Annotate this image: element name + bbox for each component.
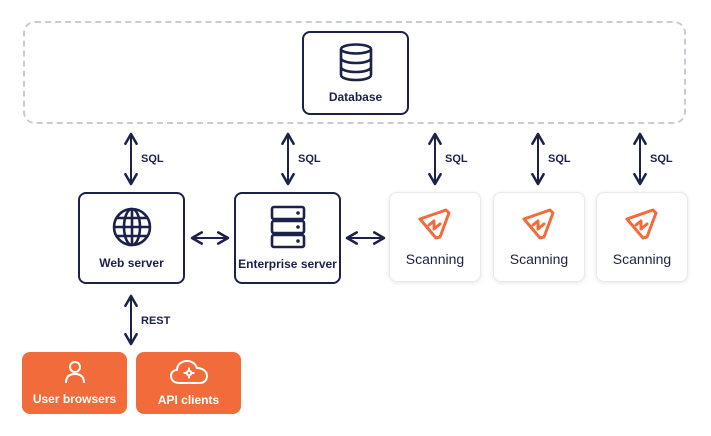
sql-label-web-server: SQL — [141, 153, 164, 165]
cloud-gear-icon — [169, 360, 208, 384]
user-browsers-node: User browsers — [22, 352, 127, 414]
enterprise-server-label: Enterprise server — [238, 257, 337, 271]
user-browsers-label: User browsers — [32, 392, 117, 406]
rest-label: REST — [141, 315, 171, 327]
scanning-node-2: Scanning — [493, 192, 585, 282]
scanning-node-3: Scanning — [596, 192, 688, 282]
web-server-node: Web server — [78, 192, 185, 284]
enterprise-server-node: Enterprise server — [234, 192, 341, 284]
scanner-logo-icon — [418, 208, 451, 240]
database-node: Database — [302, 31, 409, 115]
scanner-logo-icon — [522, 208, 555, 240]
scanner-logo-icon — [625, 208, 658, 240]
globe-icon — [112, 207, 151, 247]
web-server-label: Web server — [99, 256, 164, 270]
scanning-label-3: Scanning — [612, 251, 672, 267]
sql-label-enterprise-server: SQL — [298, 153, 321, 165]
scanning-node-1: Scanning — [389, 192, 481, 282]
api-clients-node: API clients — [136, 352, 241, 414]
scanning-label-2: Scanning — [509, 251, 569, 267]
database-tier-container — [23, 21, 686, 124]
database-label: Database — [328, 90, 383, 104]
sql-label-scanning-2: SQL — [548, 153, 571, 165]
user-icon — [64, 361, 85, 384]
sql-label-scanning-1: SQL — [445, 153, 468, 165]
scanning-label-1: Scanning — [405, 251, 465, 267]
database-icon — [339, 43, 372, 82]
api-clients-label: API clients — [157, 393, 220, 407]
server-rack-icon — [270, 205, 305, 249]
sql-label-scanning-3: SQL — [650, 153, 673, 165]
